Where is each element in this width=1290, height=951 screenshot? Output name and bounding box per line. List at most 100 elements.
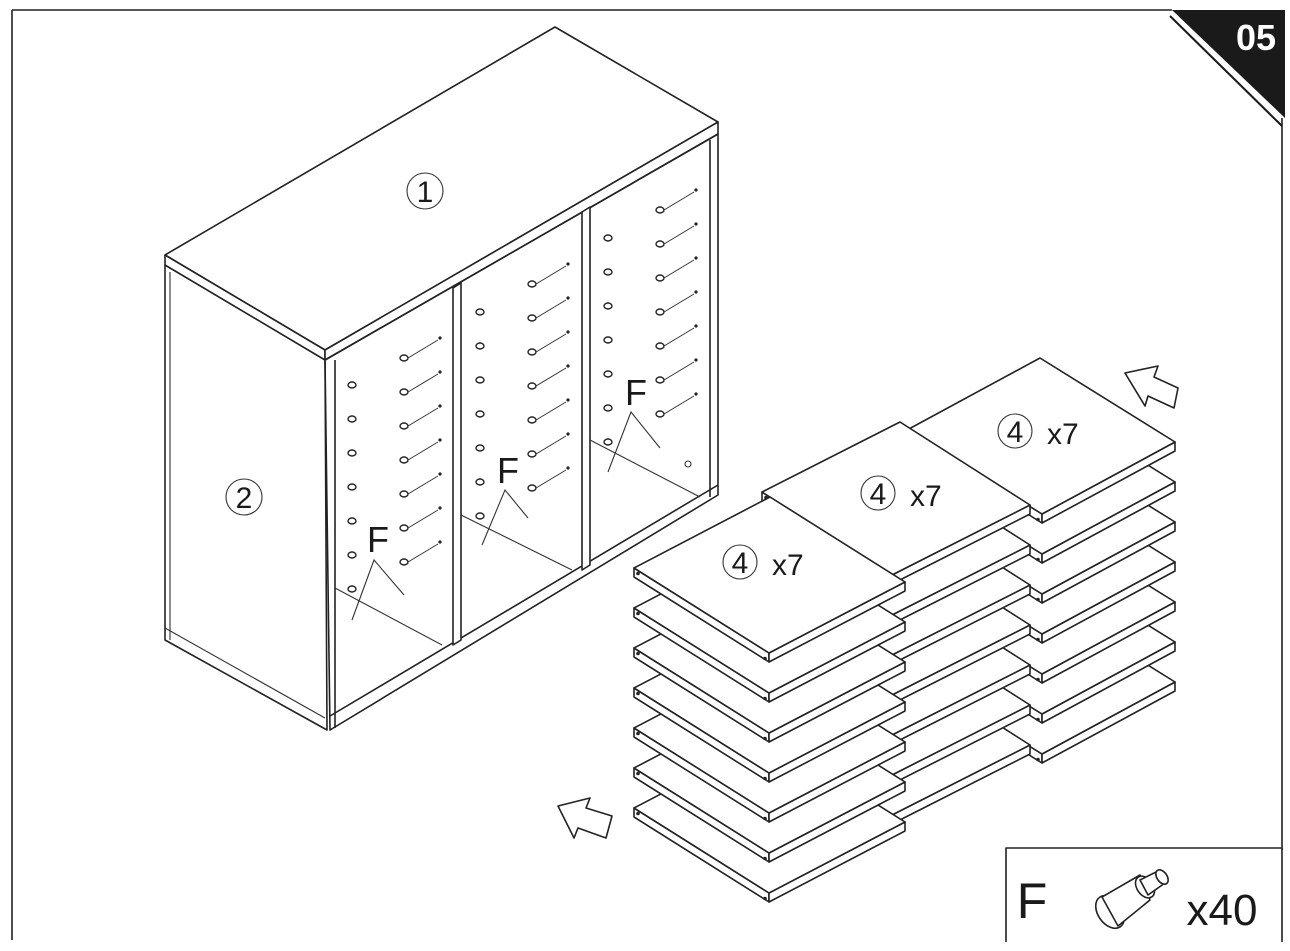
shelf-pin [347,585,357,593]
shelf-pin [347,551,357,559]
shelf-pin [347,415,357,423]
top-panel [164,26,719,351]
shelf-pin [399,422,409,430]
pin-callout-1: F [351,519,405,621]
shelf-pin [603,438,613,446]
hole-dot [438,404,442,408]
shelf-pin-guide [407,509,439,529]
shelf-pin-guide [663,395,695,415]
shelf-pin [655,376,665,384]
shelf-pin [655,274,665,282]
shelf-pin [527,484,537,492]
shelf-pin [399,456,409,464]
shelf-pin [475,342,485,350]
shelf-pin [475,410,485,418]
step-number: 05 [1236,17,1276,58]
shelf-pin-guide [663,293,695,313]
shelf-pin [399,524,409,532]
shelf-pin [603,370,613,378]
hole-dot [438,438,442,442]
shelf-pin [603,302,613,310]
shelf-pin [347,381,357,389]
shelf-pin-guide [407,339,439,359]
shelf-pin [475,444,485,452]
shelf-pin [527,416,537,424]
svg-text:4: 4 [870,478,887,511]
hole-dot [438,506,442,510]
hole-dot [566,330,570,334]
hole-dot [694,222,698,226]
shelf-pin [655,240,665,248]
shelf-pin [475,376,485,384]
shelf-pin-guide [663,225,695,245]
shelf-pin [527,450,537,458]
stack-label-3: 4 x7 [997,413,1079,451]
hole-dot [694,256,698,260]
hole-dot [566,262,570,266]
shelf-pin-guide [407,441,439,461]
hardware-quantity: x40 [1187,886,1258,935]
shelf-pin-guide [535,401,567,421]
shelf-pin-guide [663,361,695,381]
hole-dot [438,540,442,544]
svg-text:F: F [497,450,519,491]
svg-text:4: 4 [732,547,749,580]
shelf-pin-guide [535,367,567,387]
shelf-pin [603,404,613,412]
hole-dot [694,290,698,294]
shelf-pin-guide [663,327,695,347]
hole-dot [566,398,570,402]
hardware-box: F x40 [1005,847,1283,942]
shelf-pin [527,382,537,390]
shelf-pin [399,558,409,566]
shelf-pin [399,388,409,396]
shelf-pin-guide [407,373,439,393]
hole-dot [438,336,442,340]
shelf-pin [655,342,665,350]
pin-callout-2: F [481,450,529,546]
shelf-pin [475,308,485,316]
shelf-pin-guide [535,333,567,353]
cabinet-dividers [452,206,591,646]
hole-dot [566,432,570,436]
shelf-pin-icon [1094,869,1169,930]
shelf-pin [475,478,485,486]
shelf-stack [633,496,906,903]
shelf-pin [603,336,613,344]
hole-dot [694,188,698,192]
shelf-board [633,496,906,663]
shelf-pin [527,348,537,356]
hole-dot [694,324,698,328]
insert-arrow-icon [1124,365,1179,409]
shelf-pin [655,410,665,418]
svg-text:x7: x7 [1047,418,1079,451]
svg-text:F: F [625,372,647,413]
hole-dot [694,358,698,362]
hole-dot [566,466,570,470]
stack-label-2: 4 x7 [860,475,942,513]
shelf-pin [399,490,409,498]
svg-text:x7: x7 [772,549,804,582]
shelf-pin-guide [407,543,439,563]
shelf-pin-guide [535,469,567,489]
shelf-pin-holes [347,188,698,593]
step-badge: 05 [1169,10,1285,127]
shelf-stacks [633,357,1176,903]
svg-text:F: F [367,519,389,560]
svg-text:x7: x7 [910,480,942,513]
shelf-pin [475,512,485,520]
top-panel-label: 1 [417,176,434,209]
hardware-part-label: F [1017,873,1048,929]
shelf-pin [347,449,357,457]
svg-text:4: 4 [1007,416,1024,449]
hole-dot [694,392,698,396]
shelf-pin [399,354,409,362]
shelf-pin-guide [535,299,567,319]
shelf-pin [527,314,537,322]
insert-arrow-icon [557,797,613,839]
shelf-pin-guide [663,259,695,279]
shelf-pin [655,206,665,214]
stack-label-1: 4 x7 [722,544,804,582]
